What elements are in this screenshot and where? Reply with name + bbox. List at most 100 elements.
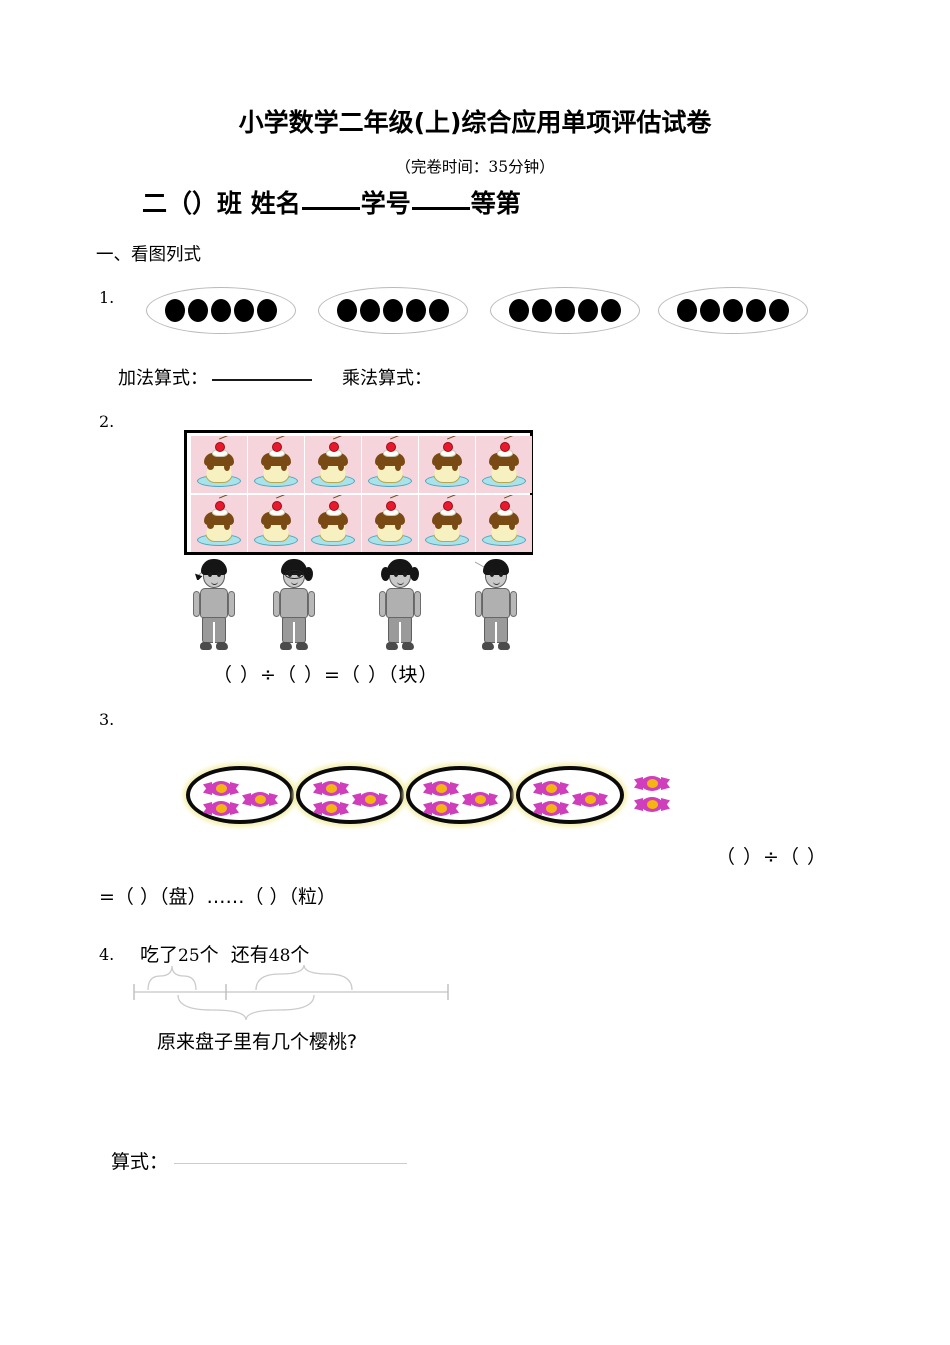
question-4-statement: 吃了25个 还有48个 <box>140 940 309 967</box>
chocolate-topping <box>261 512 291 530</box>
candy-group-ring <box>406 766 514 824</box>
torso <box>280 588 308 618</box>
question-2-children-row <box>185 557 535 655</box>
candy-icon <box>423 781 459 796</box>
cherry <box>386 501 396 511</box>
wrapper-right <box>269 793 278 806</box>
wrapper-right <box>450 782 459 795</box>
question-4-prompt: 原来盘子里有几个樱桃? <box>157 1031 358 1053</box>
mouth <box>211 581 218 585</box>
question-3-equation-left: =（ ）（盘）……（ ）（粒） <box>99 886 336 908</box>
question-3-candy-groups <box>186 766 706 828</box>
class-label: 二（）班 姓名 <box>142 189 301 218</box>
dot <box>578 299 598 322</box>
question-2-cake-box <box>184 430 533 555</box>
wrapper-left <box>313 782 322 795</box>
legs <box>282 617 306 644</box>
answer-row: 算式： <box>111 1147 408 1174</box>
name-blank[interactable] <box>301 207 360 210</box>
wrapper-right <box>230 782 239 795</box>
wrapper-left <box>423 782 432 795</box>
candy-center <box>365 795 376 804</box>
candy-group-ring <box>186 766 294 824</box>
question-4-number-line-diagram <box>133 964 449 1021</box>
student-number-blank[interactable] <box>411 207 470 210</box>
remaining-unit: 个 <box>290 944 310 966</box>
legs <box>388 617 412 644</box>
eye-right <box>297 572 301 577</box>
arm-left <box>273 591 280 617</box>
pudding-cake-icon <box>248 495 304 552</box>
candy-center <box>216 804 227 813</box>
shoe-left <box>200 642 212 650</box>
wrapper-right <box>340 782 349 795</box>
cherry <box>272 501 282 511</box>
eye-right <box>403 572 407 577</box>
dot <box>746 299 766 322</box>
candy-center <box>216 784 227 793</box>
legs <box>484 617 508 644</box>
shoe-right <box>296 642 308 650</box>
wrapper-left <box>313 802 322 815</box>
candy-center <box>585 795 596 804</box>
eye-left <box>394 572 398 577</box>
chocolate-topping <box>204 453 234 471</box>
dot <box>165 299 185 322</box>
arm-left <box>379 591 386 617</box>
candy-icon <box>203 781 239 796</box>
wrapper-left <box>634 798 643 811</box>
wrapper-left <box>634 777 643 790</box>
dot <box>700 299 720 322</box>
candy-icon <box>352 792 388 807</box>
wrapper-right <box>489 793 498 806</box>
shoes <box>482 642 510 650</box>
cake-row-top <box>191 436 532 493</box>
section-heading: 一、看图列式 <box>96 245 201 265</box>
wrapper-right <box>560 782 569 795</box>
eaten-prefix: 吃了 <box>140 944 179 966</box>
dot <box>383 299 403 322</box>
question-3-number: 3. <box>99 710 115 729</box>
cherry <box>329 442 339 452</box>
chocolate-topping <box>204 512 234 530</box>
cherry <box>386 442 396 452</box>
dot-group <box>318 287 468 334</box>
candy-center <box>436 784 447 793</box>
cake-row-bottom <box>191 495 532 552</box>
eye-left <box>288 572 292 577</box>
answer-label: 算式： <box>111 1151 169 1173</box>
shoes <box>200 642 228 650</box>
dot <box>257 299 277 322</box>
mouth <box>291 581 298 585</box>
remaining-value: 48 <box>268 946 291 966</box>
answer-blank[interactable] <box>174 1163 408 1164</box>
torso <box>386 588 414 618</box>
cherry <box>329 501 339 511</box>
eye-right <box>217 572 221 577</box>
hair <box>387 559 413 575</box>
dot <box>723 299 743 322</box>
question-3-equation-right: （ ）÷（ ） <box>716 846 827 868</box>
question-1-answer-line: 加法算式：乘法算式： <box>118 364 432 390</box>
pigtail-right <box>410 567 419 581</box>
wrapper-left <box>462 793 471 806</box>
torso <box>482 588 510 618</box>
question-2-number: 2. <box>99 412 115 431</box>
glasses-icon <box>285 570 304 579</box>
cherry <box>443 501 453 511</box>
chocolate-topping <box>432 512 462 530</box>
arm-right <box>414 591 421 617</box>
multiplication-label: 乘法算式： <box>342 368 432 389</box>
candy-icon <box>634 776 670 791</box>
child-figure <box>185 557 243 653</box>
question-2-equation: （ ）÷（ ）=（ ）（块） <box>213 664 439 686</box>
addition-blank[interactable] <box>212 379 312 381</box>
student-number-label: 学号 <box>360 189 411 218</box>
candy-icon <box>533 781 569 796</box>
chocolate-topping <box>261 453 291 471</box>
pudding-cake-icon <box>476 436 532 493</box>
pudding-cake-icon <box>191 495 247 552</box>
dot-group <box>658 287 808 334</box>
shoe-right <box>402 642 414 650</box>
